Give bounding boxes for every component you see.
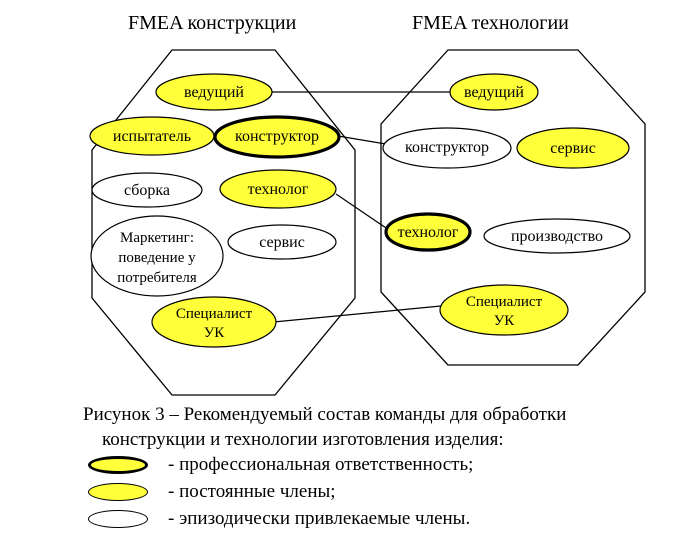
node-left-marketing: Маркетинг: поведение у потребителя [90,215,224,297]
node-right-technologist: технолог [384,212,472,252]
right-diagram-title: FMEA технологии [412,12,569,34]
node-label: Маркетинг: [120,230,194,246]
connector-technologist [335,193,393,233]
node-label: сервис [259,234,305,251]
node-label: конструктор [235,128,319,145]
node-right-designer: конструктор [382,127,512,169]
node-label: технолог [248,181,309,198]
legend-row-permanent-members: - постоянные члены; [88,481,648,505]
node-left-designer: конструктор [213,115,341,159]
node-left-service: сервис [227,224,337,260]
node-left-assembly: сборка [91,172,203,208]
node-label: сборка [124,182,170,199]
node-label: технолог [398,224,459,241]
node-left-qc-specialist: Специалист УК [151,296,277,348]
node-label: ведущий [464,84,524,101]
connector-designer [337,135,387,145]
node-right-qc-specialist: Специалист УК [439,284,569,336]
node-label: УК [204,325,226,341]
node-label: сервис [550,140,596,157]
node-right-lead: ведущий [449,73,539,111]
node-label: испытатель [113,128,191,145]
legend-label: - эпизодически привлекаемые члены. [168,508,471,529]
node-label: ведущий [184,84,244,101]
legend-swatch-thick-yellow [88,456,148,474]
legend-swatch-white [88,510,148,528]
node-left-tester: испытатель [89,116,215,156]
figure-caption-line-1: Рисунок 3 – Рекомендуемый состав команды… [83,404,567,425]
node-label: Специалист [466,294,543,310]
node-left-technologist: технолог [219,169,337,209]
node-label: Специалист [176,306,253,322]
node-label: УК [494,313,516,329]
figure-caption-line-2: конструкции и технологии изготовления из… [102,429,504,450]
node-left-lead: ведущий [155,73,273,111]
legend-row-episodic-members: - эпизодически привлекаемые члены. [88,508,648,532]
node-label: потребителя [117,270,197,286]
node-label: конструктор [405,139,489,156]
connector-qc-specialist [262,305,442,324]
legend-row-professional-responsibility: - профессиональная ответственность; [88,454,648,478]
left-hexagon [91,49,356,396]
node-label: поведение у [118,250,196,266]
node-label: производство [511,228,603,245]
legend-label: - постоянные члены; [168,481,336,502]
right-hexagon [380,49,646,366]
node-right-production: производство [483,218,631,254]
left-diagram-title: FMEA конструкции [128,12,297,34]
legend-swatch-yellow [88,483,148,501]
node-right-service: сервис [516,127,630,169]
legend-label: - профессиональная ответственность; [168,454,474,475]
